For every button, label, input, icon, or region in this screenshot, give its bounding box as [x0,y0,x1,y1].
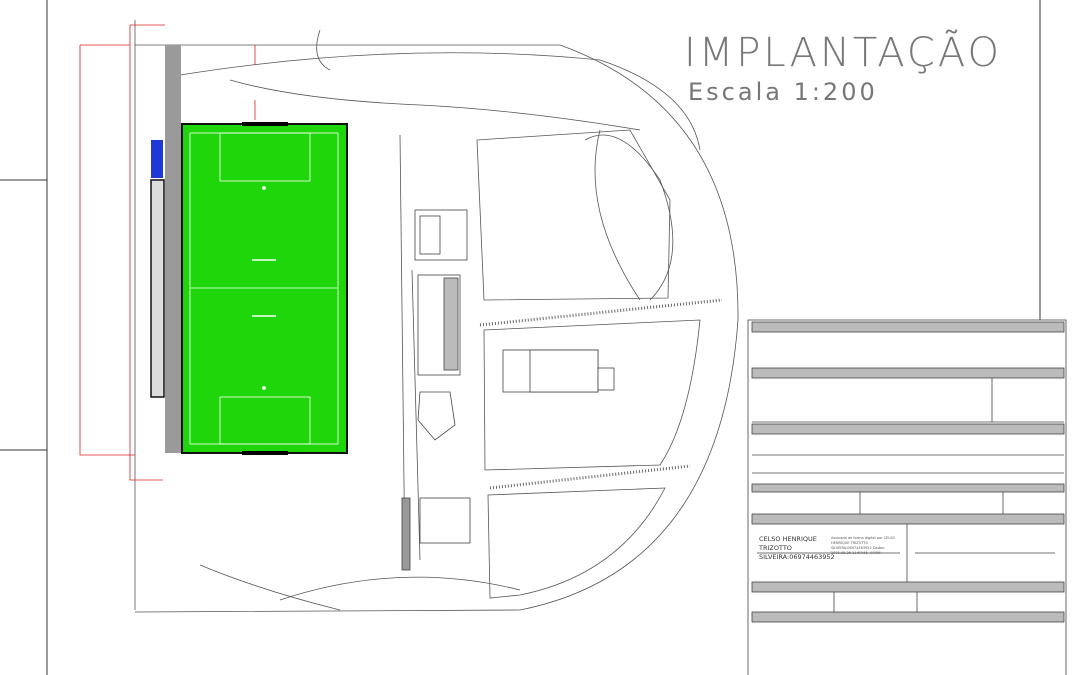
football-field [181,122,348,455]
title-block [747,319,1067,675]
access-strip [165,45,181,453]
terrain-outline [134,20,739,613]
signer-name: CELSO HENRIQUE TRIZOTTO SILVEIRA:0697446… [759,535,835,561]
dimension-lines [79,24,256,481]
grandstand [150,179,165,398]
lots [476,129,701,599]
sheet-frame [0,0,1041,675]
buildings [401,209,615,571]
access-paths [479,298,723,490]
drawing-scale: Escala 1:200 [688,78,878,106]
drawing-title: IMPLANTAÇÃO [684,30,1002,76]
bleacher-seats [151,140,163,178]
signature-note: Assinado de forma digital por CELSO HENR… [831,536,896,555]
